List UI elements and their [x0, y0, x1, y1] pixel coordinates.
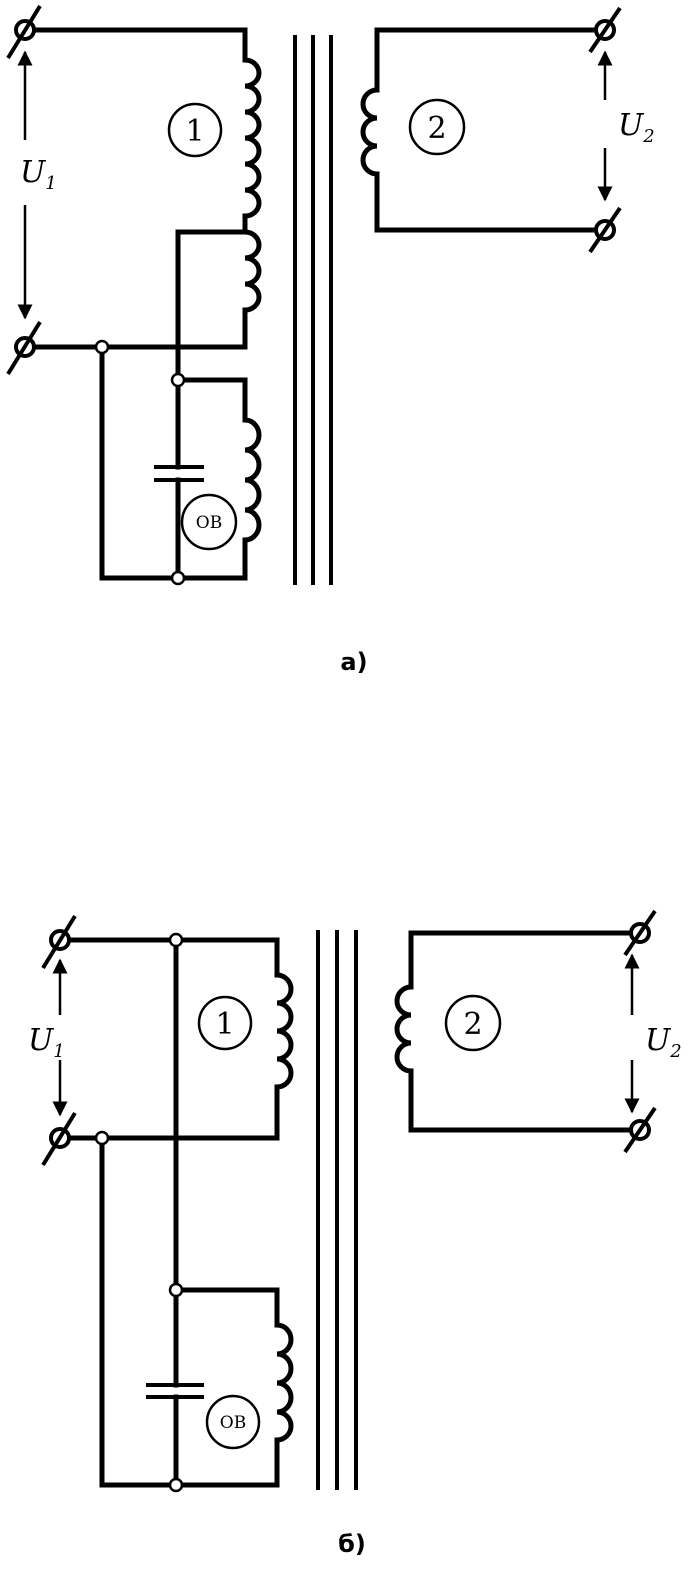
b-node-top [168, 932, 184, 948]
a-node-ov-top [170, 372, 186, 388]
a-primary-bottom-wire [22, 307, 248, 350]
a-terminal-out-top[interactable] [588, 6, 622, 54]
a-secondary-bottom-wire [374, 171, 608, 233]
b-u1-label: U1 [28, 1023, 65, 1062]
b-winding-1-label: 1 [215, 1007, 234, 1042]
b-ov-badge [205, 1394, 261, 1450]
a-u2-label: U2 [618, 108, 655, 147]
a-terminal-in-top[interactable] [6, 4, 42, 60]
b-winding-1-badge [197, 995, 253, 1051]
b-secondary-coil [394, 984, 412, 1074]
b-winding-2-label: 2 [463, 1007, 482, 1042]
a-ov-coil [244, 417, 262, 543]
b-node-left [94, 1130, 110, 1146]
b-winding-2-badge [444, 994, 502, 1052]
b-primary-coil [276, 972, 294, 1090]
a-winding-2-label: 2 [427, 111, 446, 146]
b-ov-coil [276, 1322, 294, 1443]
b-node-ov-bottom [168, 1477, 184, 1493]
b-primary-top-wire [57, 937, 280, 978]
a-primary-coil-lower [244, 229, 262, 313]
a-winding-2-badge [408, 98, 466, 156]
a-primary-tap-wire [175, 222, 248, 235]
a-secondary-coil [360, 87, 378, 177]
b-ov-label: ОВ [220, 1413, 246, 1433]
a-node-left [94, 339, 110, 355]
a-secondary-wire [374, 27, 608, 93]
diagram-a: 1 2 ОВ U1 U2 а) [6, 4, 655, 676]
a-ov-top-wire [175, 377, 248, 423]
b-u2-label: U2 [645, 1023, 682, 1062]
a-u1-label: U1 [20, 155, 57, 194]
a-terminal-in-bottom[interactable] [6, 320, 42, 376]
a-caption: а) [340, 648, 367, 676]
b-terminal-in-bottom[interactable] [41, 1111, 77, 1167]
a-terminal-out-bottom[interactable] [588, 206, 622, 254]
b-ov-top-wire [173, 1287, 280, 1328]
a-winding-1-label: 1 [185, 114, 204, 149]
b-terminal-out-bottom[interactable] [623, 1106, 657, 1154]
b-secondary-wire [408, 930, 643, 990]
b-node-ov-top [168, 1282, 184, 1298]
a-primary-coil-upper [242, 57, 262, 225]
a-node-ov-bottom [170, 570, 186, 586]
b-terminal-out-top[interactable] [623, 909, 657, 957]
diagram-b: 1 2 ОВ U1 U2 б) [28, 909, 682, 1558]
a-ov-label: ОВ [196, 513, 222, 533]
a-ov-badge [180, 493, 238, 551]
b-terminal-in-top[interactable] [41, 914, 77, 970]
b-secondary-bottom-wire [408, 1068, 643, 1133]
a-winding-1-badge [167, 102, 223, 158]
a-primary-top-wire [22, 27, 248, 63]
b-primary-bottom-wire [57, 1084, 280, 1141]
b-caption: б) [338, 1530, 366, 1558]
